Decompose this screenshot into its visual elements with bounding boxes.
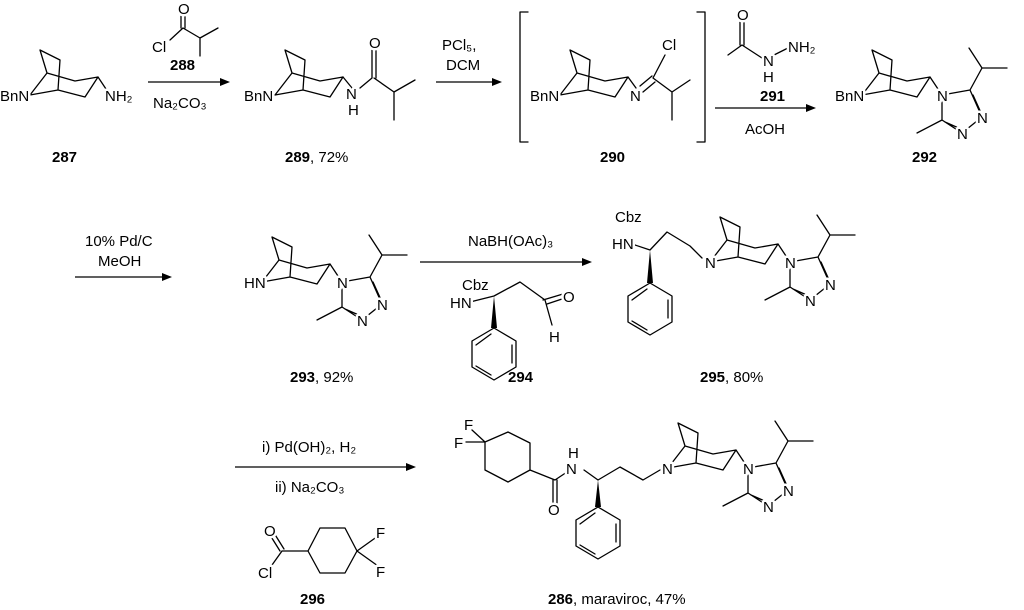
atom-label: O [548, 502, 560, 519]
compound-295: Cbz HN N N N N 295, 80% [610, 207, 855, 386]
atom-label: BnN [0, 88, 29, 105]
atom-label: HN [612, 236, 634, 253]
reagent-label: AcOH [745, 121, 785, 138]
compound-label-287: 287 [52, 149, 77, 166]
step-6: i) Pd(OH)₂, H₂ ii) Na₂CO₃ O Cl F F 296 [235, 439, 416, 608]
reagent-label: i) Pd(OH)₂, H₂ [262, 439, 356, 456]
reagent-label: DCM [446, 57, 480, 74]
atom-label: BnN [530, 88, 559, 105]
compound-286: F F N H O N N N N 286, maraviroc, 47% [452, 415, 813, 608]
atom-label: H [568, 445, 579, 462]
atom-label: BnN [244, 88, 273, 105]
atom-label: N [630, 88, 641, 105]
atom-label: F [454, 435, 463, 452]
atom-label: N [805, 293, 816, 310]
atom-label: N [825, 277, 836, 294]
atom-label: N [977, 110, 988, 127]
atom-label: N [785, 255, 796, 272]
atom-label: O [264, 523, 276, 540]
compound-label-294: 294 [508, 369, 534, 386]
atom-label: F [376, 564, 385, 581]
compound-label-295: 295, 80% [700, 369, 763, 386]
compound-label-289: 289, 72% [285, 149, 348, 166]
reagent-label: Na₂CO₃ [153, 95, 207, 112]
reagent-label: PCl₅, [442, 37, 476, 54]
atom-label: N [662, 461, 673, 478]
atom-label: O [563, 289, 575, 306]
atom-label: BnN [835, 88, 864, 105]
atom-label: F [464, 417, 473, 434]
atom-label: NH₂ [788, 39, 816, 56]
atom-label: N [783, 483, 794, 500]
atom-label: HN [450, 295, 472, 312]
atom-label: O [178, 1, 190, 18]
atom-label: Cl [152, 39, 166, 56]
compound-287: BnN NH₂ 287 [0, 49, 135, 166]
compound-293: HN N N N 293, 92% [242, 235, 407, 386]
atom-label: N [346, 86, 357, 103]
atom-label: N [957, 126, 968, 143]
atom-label: Cl [258, 565, 272, 582]
compound-292: BnN N N N 292 [833, 48, 1007, 166]
atom-label: N [743, 461, 754, 478]
atom-label: HN [244, 275, 266, 292]
step-2: PCl₅, DCM [436, 37, 502, 86]
intermediate-bracket [519, 11, 706, 143]
step-4: 10% Pd/C MeOH [75, 233, 172, 281]
compound-label-290: 290 [600, 149, 625, 166]
atom-label: NH₂ [105, 88, 133, 105]
atom-label: Cbz [615, 209, 642, 226]
atom-label: N [357, 313, 368, 330]
atom-label: N [937, 88, 948, 105]
atom-label: Cbz [462, 277, 489, 294]
atom-label: N [337, 275, 348, 292]
reagent-label: NaBH(OAc)₃ [468, 233, 553, 250]
compound-label-291: 291 [760, 88, 785, 105]
compound-label-293: 293, 92% [290, 369, 353, 386]
atom-label: F [376, 525, 385, 542]
reagent-label: ii) Na₂CO₃ [275, 479, 344, 496]
atom-label: O [737, 7, 749, 24]
compound-289: BnN N H O 289, 72% [242, 33, 416, 166]
atom-label: N [566, 461, 577, 478]
atom-label: N [377, 297, 388, 314]
atom-label: N [763, 499, 774, 516]
step-5: NaBH(OAc)₃ Cbz HN O H 294 [420, 233, 592, 386]
atom-label: O [369, 35, 381, 52]
atom-label: N [705, 255, 716, 272]
step-3: O N H NH₂ 291 AcOH [715, 5, 818, 138]
compound-label-288: 288 [170, 57, 195, 74]
atom-label: H [549, 329, 560, 346]
compound-label-296: 296 [300, 591, 325, 608]
reagent-label: 10% Pd/C [85, 233, 153, 250]
compound-label-292: 292 [912, 149, 937, 166]
atom-label: H [763, 69, 774, 86]
compound-label-286: 286, maraviroc, 47% [548, 591, 686, 608]
reagent-label: MeOH [98, 253, 141, 270]
atom-label: N [763, 53, 774, 70]
atom-label: Cl [662, 37, 676, 54]
atom-label: H [348, 102, 359, 119]
compound-290: BnN N Cl 290 [528, 35, 691, 166]
step-1: Cl O 288 Na₂CO₃ [148, 0, 230, 112]
